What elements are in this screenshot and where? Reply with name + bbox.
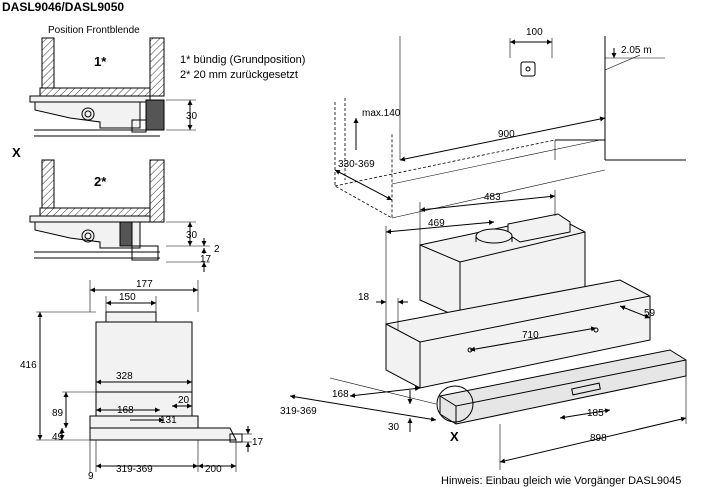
- dim-2: 2: [214, 244, 220, 255]
- dim-319-iso: 319-369: [280, 406, 317, 417]
- dim-49: 49: [52, 432, 64, 443]
- dim-150: 150: [119, 292, 136, 303]
- detail-position-1: 1* 30: [29, 37, 198, 137]
- dim-17-detail: 17: [200, 254, 212, 265]
- dim-59: 59: [644, 308, 656, 319]
- x-marker-iso: X: [450, 429, 459, 444]
- detail-x-circle: [436, 385, 474, 423]
- position-1-label: 1*: [94, 54, 107, 69]
- dim-131: 131: [160, 415, 177, 426]
- dim-89: 89: [52, 408, 64, 419]
- dim-max-140: max.140: [362, 108, 401, 119]
- section-label: Position Frontblende: [48, 25, 140, 36]
- dim-30-iso: 30: [388, 422, 400, 433]
- dim-30-a: 30: [186, 111, 198, 122]
- dim-2-05m: 2.05 m: [621, 45, 652, 56]
- dim-168-iso: 168: [332, 389, 349, 400]
- dim-319-side: 319-369: [116, 464, 153, 475]
- position-2-label: 2*: [94, 174, 107, 189]
- dim-900: 900: [498, 129, 515, 140]
- detail-position-2: 2* 30 2 17: [29, 159, 220, 272]
- model-title: DASL9046/DASL9050: [2, 0, 124, 14]
- dim-168: 168: [117, 405, 134, 416]
- dim-17-side: 17: [252, 437, 264, 448]
- dim-9: 9: [88, 471, 94, 482]
- dim-100: 100: [526, 27, 543, 38]
- installation-hint: Hinweis: Einbau gleich wie Vorgänger DAS…: [441, 475, 681, 487]
- x-marker-left: X: [12, 145, 21, 160]
- dim-30-b: 30: [186, 230, 198, 241]
- dim-328: 328: [116, 371, 133, 382]
- dim-200: 200: [205, 464, 222, 475]
- dim-20: 20: [178, 395, 190, 406]
- isometric-view: 100 2.05 m max.140 900 330-369: [280, 27, 687, 470]
- dim-177: 177: [136, 279, 153, 290]
- side-section-view: 177 150 416 328 89 168 20 131 49 17: [20, 279, 264, 482]
- dim-898: 898: [590, 433, 607, 444]
- dim-185: 185: [587, 408, 604, 419]
- dim-710: 710: [522, 330, 539, 341]
- dim-483: 483: [484, 192, 501, 203]
- dim-330-369: 330-369: [338, 159, 375, 170]
- dim-18: 18: [358, 292, 370, 303]
- legend-item-2: 2* 20 mm zurückgesetzt: [180, 69, 298, 81]
- socket-icon: [520, 61, 536, 77]
- dim-416: 416: [20, 360, 37, 371]
- legend-item-1: 1* bündig (Grundposition): [180, 54, 305, 66]
- dim-469: 469: [428, 218, 445, 229]
